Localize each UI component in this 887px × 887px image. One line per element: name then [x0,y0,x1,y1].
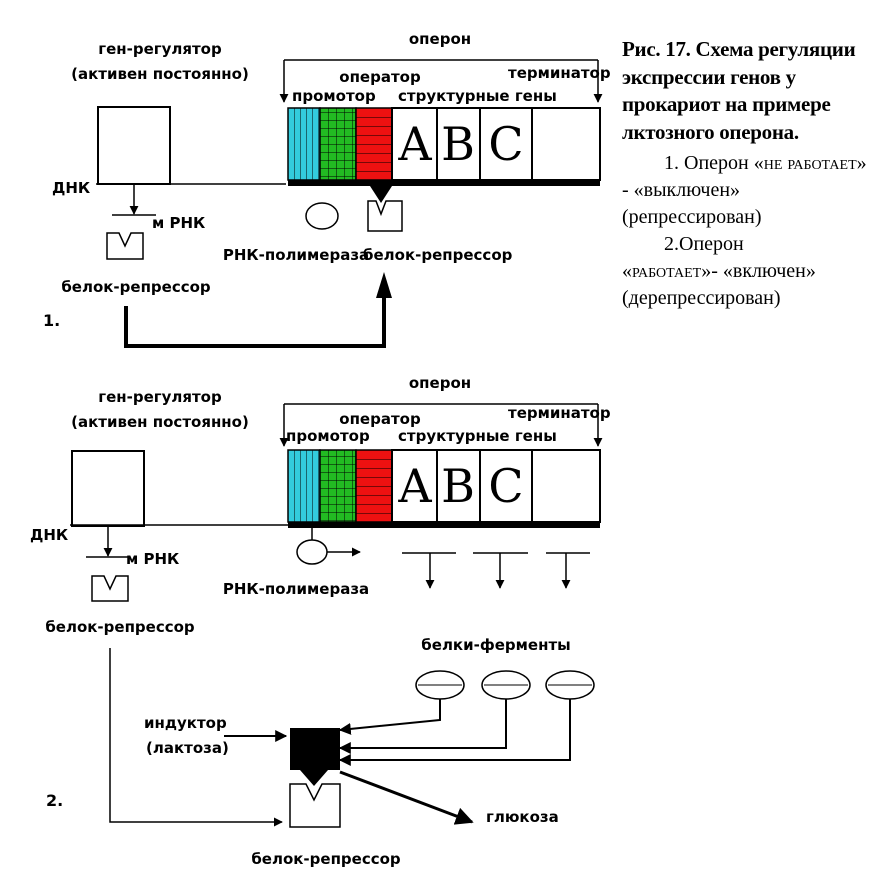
operon-body: A B C [287,107,601,186]
caption-title: Рис. 17. Схема регуляции экспрессии гено… [622,37,856,144]
structural-genes-label: структурные гены [398,87,557,105]
enzyme-3 [545,670,595,700]
repressor-protein-icon-2 [91,575,129,602]
operon-dna-strand-2 [288,522,600,528]
operon-body-2: A B C [287,449,601,528]
repressor-left-label: белок-репрессор [61,278,211,296]
enzyme-1-to-complex [338,699,441,735]
regulator-gene-box [97,106,171,185]
gene-box-b-2 [436,449,481,523]
caption-item-1-num: 1. Оперон « [664,152,764,174]
caption-item-2-smallcaps: работает [632,260,702,282]
repressor-bound-label: белок-репрессор [363,246,513,264]
bound-repressor-wedge [370,186,392,203]
gene-box-c-2 [479,449,533,523]
mrna-label-2: м РНК [126,550,180,568]
caption-item-2-rest: »- «включен» (дерепрессирован) [622,260,816,309]
repressor-path-arrow [124,282,386,348]
inducer-label: индуктор [144,714,227,732]
operator-label: оператор [339,68,421,86]
repressor-path-arrowhead [376,272,392,298]
caption-item-1-rest: » - «выключен» (репрессирован) [622,152,867,228]
diagram-1: ген-регулятор (активен постоянно) оперон… [43,30,611,348]
glucose-label: глюкоза [486,808,559,826]
rna-polymerase-label-2: РНК-полимераза [223,580,369,598]
bound-repressor-icon [367,200,403,232]
regulator-note-label-2: (активен постоянно) [71,413,249,431]
structural-genes-label-2: структурные гены [398,427,557,445]
caption-item-2-open: « [622,260,632,282]
inducer-complex-block [290,728,340,770]
caption-item-2: 2.Оперон «работает»- «включен» (дерепресс… [622,231,878,312]
promoter-label: промотор [292,87,376,105]
regulator-gene-box-2 [71,450,145,527]
gene-b-letter-2: B [441,459,475,513]
operator-green-region-2 [319,449,357,523]
operator-red-region-2 [355,449,393,523]
repressor-bottom-label: белок-репрессор [251,850,401,868]
caption-item-1: 1. Оперон «не работает» - «выключен» (ре… [622,150,878,231]
repressor-left-label-2: белок-репрессор [45,618,195,636]
enzymes-label: белки-ферменты [421,636,570,654]
rna-polymerase-icon [305,202,339,230]
operator-green-region [319,107,357,181]
gene-c-letter: C [488,117,523,171]
operator-red-region [355,107,393,181]
gene-a-letter-2: A [397,459,432,513]
gene-a-letter: A [397,117,432,171]
terminator-label-2: терминатор [508,404,611,422]
repressor-protein-icon [106,232,144,260]
mrna-label: м РНК [152,214,206,232]
diagram-2: ген-регулятор (активен постоянно) оперон… [30,374,611,868]
glucose-arrow [339,770,474,825]
operon-label: оперон [409,30,471,48]
promoter-region-2 [287,449,321,523]
terminator-box [531,107,601,181]
caption-item-2-num: 2.Оперон [664,233,744,255]
regulator-gene-label-2: ген-регулятор [98,388,222,406]
rna-polymerase-icon-2 [296,539,328,565]
enzyme-2-to-complex [338,699,507,754]
terminator-box-2 [531,449,601,523]
figure-caption: Рис. 17. Схема регуляции экспрессии гено… [622,36,878,312]
regulator-note-label: (активен постоянно) [71,65,249,83]
promoter-label-2: промотор [286,427,370,445]
gene-b-letter: B [441,117,475,171]
gene-c-letter-2: C [488,459,523,513]
regulator-gene-label: ген-регулятор [98,40,222,58]
enzyme-3-to-complex [338,699,571,766]
diagram-2-number: 2. [46,791,63,810]
operon-label-2: оперон [409,374,471,392]
enzyme-1 [415,670,465,700]
enzyme-2 [481,670,531,700]
diagram-1-number: 1. [43,311,60,330]
promoter-region [287,107,321,181]
operon-dna-strand [288,180,600,186]
terminator-label: терминатор [508,64,611,82]
dna-label: ДНК [52,179,91,197]
repressor-bottom-icon [289,783,341,828]
rna-polymerase-label: РНК-полимераза [223,246,369,264]
operator-label-2: оператор [339,410,421,428]
dna-label-2: ДНК [30,526,69,544]
complex-wedge [300,770,328,786]
inducer-note-label: (лактоза) [146,739,229,757]
gene-box-b [436,107,481,181]
caption-item-1-smallcaps: не работает [763,152,857,174]
repressor-to-complex-line [109,648,283,827]
